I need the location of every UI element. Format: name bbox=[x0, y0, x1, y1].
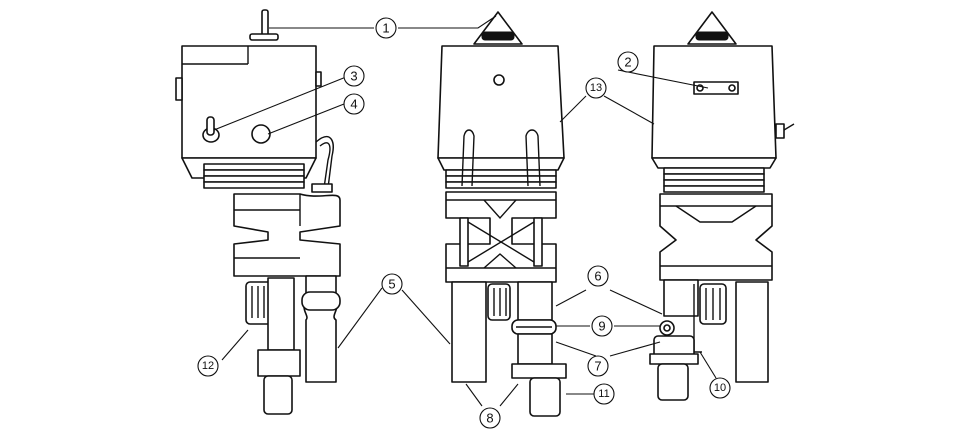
ribs-left bbox=[203, 163, 305, 189]
nameplate bbox=[693, 81, 739, 95]
svg-text:9: 9 bbox=[598, 319, 605, 334]
body-left bbox=[233, 193, 341, 277]
head-housing-left bbox=[181, 45, 317, 159]
top-knob-left bbox=[249, 9, 279, 41]
svg-text:6: 6 bbox=[594, 269, 601, 284]
svg-text:13: 13 bbox=[590, 82, 602, 94]
svg-text:7: 7 bbox=[594, 359, 601, 374]
callout-11: 11 bbox=[593, 383, 615, 405]
ribs-right bbox=[663, 167, 765, 193]
callout-13: 13 bbox=[585, 77, 607, 99]
svg-text:2: 2 bbox=[624, 55, 631, 70]
callout-4: 4 bbox=[343, 93, 365, 115]
indicator-lamp bbox=[251, 124, 271, 144]
svg-text:5: 5 bbox=[388, 277, 395, 292]
leader-lines bbox=[213, 15, 717, 407]
svg-text:11: 11 bbox=[598, 388, 609, 400]
callout-7: 7 bbox=[587, 355, 609, 377]
callout-10: 10 bbox=[709, 377, 731, 399]
right-view bbox=[649, 11, 795, 401]
callout-6: 6 bbox=[587, 265, 609, 287]
svg-text:4: 4 bbox=[350, 97, 357, 112]
svg-text:1: 1 bbox=[382, 21, 389, 36]
head-housing-center bbox=[437, 45, 565, 159]
callout-12: 12 bbox=[197, 355, 219, 377]
top-handle-right bbox=[687, 11, 737, 45]
body-right bbox=[659, 193, 773, 281]
callout-8: 8 bbox=[479, 407, 501, 429]
toggle-switch bbox=[202, 116, 220, 143]
body-center bbox=[445, 191, 557, 283]
hose-left bbox=[315, 136, 334, 189]
callout-9: 9 bbox=[591, 315, 613, 337]
callout-2: 2 bbox=[617, 51, 639, 73]
center-view bbox=[437, 11, 567, 417]
svg-text:12: 12 bbox=[202, 360, 214, 372]
top-handle-center bbox=[473, 11, 523, 45]
callout-5: 5 bbox=[381, 273, 403, 295]
left-view bbox=[175, 9, 341, 415]
callout-3: 3 bbox=[343, 65, 365, 87]
svg-text:8: 8 bbox=[486, 411, 493, 426]
ribs-center bbox=[445, 169, 557, 189]
head-housing-right bbox=[651, 45, 777, 159]
callout-1: 1 bbox=[375, 17, 397, 39]
svg-text:3: 3 bbox=[350, 69, 357, 84]
svg-text:10: 10 bbox=[714, 382, 726, 394]
